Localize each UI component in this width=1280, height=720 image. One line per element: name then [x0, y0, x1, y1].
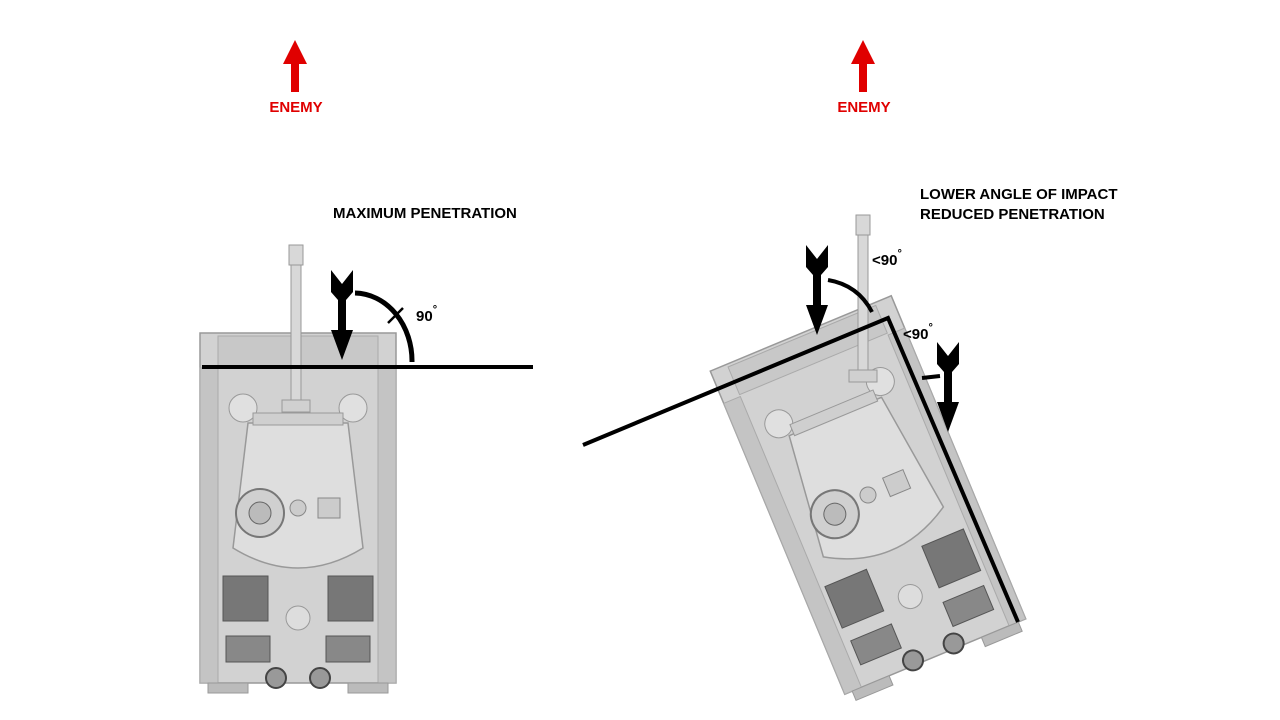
maximum-penetration-label: MAXIMUM PENETRATION [333, 205, 517, 222]
arrow-up-icon [851, 40, 875, 92]
arrow-up-icon [283, 40, 307, 92]
enemy-direction-left: ENEMY [269, 40, 323, 116]
enemy-direction-right: ENEMY [837, 40, 891, 116]
angle-label-less-90-side: <90° [903, 322, 933, 343]
reduced-penetration-label: REDUCED PENETRATION [920, 206, 1105, 223]
angle-arc-right-side [921, 374, 941, 380]
angle-label-90: 90° [416, 304, 437, 325]
armor-plane-lines-right [582, 315, 1020, 623]
tank-right [709, 214, 1031, 705]
right-angle-tick [387, 307, 404, 324]
shell-icon [806, 245, 828, 335]
angle-arc-right-front [827, 278, 874, 313]
tank-left [199, 244, 397, 694]
angle-label-less-90-front: <90° [872, 248, 902, 269]
lower-angle-label: LOWER ANGLE OF IMPACT [920, 186, 1117, 203]
enemy-label: ENEMY [837, 99, 890, 116]
enemy-label: ENEMY [269, 99, 322, 116]
